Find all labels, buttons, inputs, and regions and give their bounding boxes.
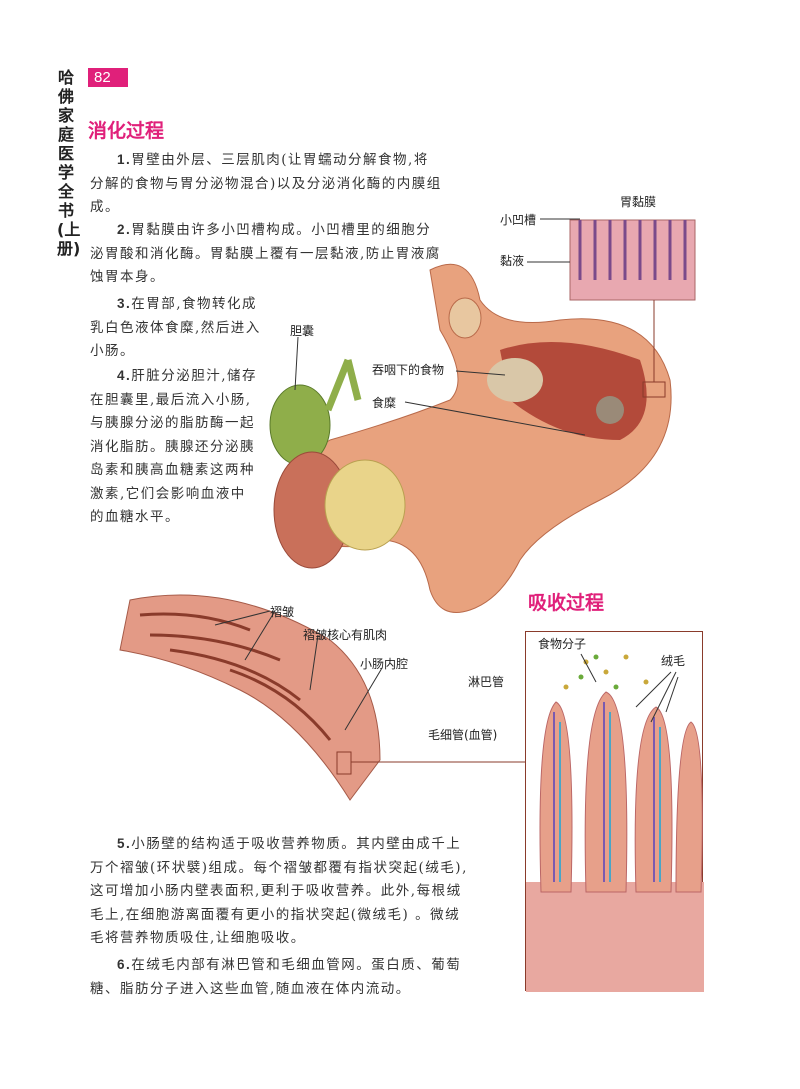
p1-number: 1. (117, 152, 132, 167)
label-gastric-pits: 小凹槽 (500, 213, 537, 227)
label-capillary: 毛细管(血管) (428, 728, 498, 742)
label-villi: 绒毛 (661, 654, 686, 668)
label-lymph-vessel: 淋巴管 (468, 675, 505, 689)
p6-text: 在绒毛内部有淋巴管和毛细血管网。蛋白质、葡萄糖、脂肪分子进入这些血管,随血液在体… (90, 957, 462, 997)
label-lumen: 小肠内腔 (360, 657, 409, 671)
label-fold-core: 褶皱核心有肌肉 (303, 628, 388, 642)
paragraph-2: 2.胃黏膜由许多小凹槽构成。小凹槽里的细胞分泌胃酸和消化酶。胃黏膜上覆有一层黏液… (90, 218, 442, 290)
villi-illustration (526, 653, 704, 992)
p3-text: 在胃部,食物转化成乳白色液体食糜,然后进入小肠。 (90, 296, 261, 359)
villi-detail-frame: 食物分子 绒毛 (525, 631, 704, 992)
p5-number: 5. (117, 836, 132, 851)
p5-text: 小肠壁的结构适于吸收营养物质。其内壁由成千上万个褶皱(环状襞)组成。每个褶皱都覆… (90, 836, 468, 946)
small-intestine-illustration (119, 594, 381, 801)
paragraph-5: 5.小肠壁的结构适于吸收营养物质。其内壁由成千上万个褶皱(环状襞)组成。每个褶皱… (90, 832, 472, 951)
label-food-molecules: 食物分子 (538, 637, 587, 651)
p2-number: 2. (117, 222, 132, 237)
label-swallowed-food: 吞咽下的食物 (372, 363, 445, 377)
label-gallbladder: 胆囊 (290, 324, 315, 338)
p6-number: 6. (117, 957, 132, 972)
section-title-absorption: 吸收过程 (528, 592, 605, 614)
book-title-spine: 哈佛家庭医学全书(上册) (57, 68, 81, 258)
label-chyme: 食糜 (372, 396, 397, 410)
p4-number: 4. (117, 368, 132, 383)
paragraph-4: 4.肝脏分泌胆汁,储存在胆囊里,最后流入小肠,与胰腺分泌的脂肪酶一起消化脂肪。胰… (90, 364, 260, 530)
p3-number: 3. (117, 296, 132, 311)
p1-text: 胃壁由外层、三层肌肉(让胃蠕动分解食物,将分解的食物与胃分泌物混合)以及分泌消化… (90, 152, 442, 215)
p2-text: 胃黏膜由许多小凹槽构成。小凹槽里的细胞分泌胃酸和消化酶。胃黏膜上覆有一层黏液,防… (90, 222, 441, 285)
label-mucus: 黏液 (500, 254, 525, 268)
p4-text: 肝脏分泌胆汁,储存在胆囊里,最后流入小肠,与胰腺分泌的脂肪酶一起消化脂肪。胰腺还… (90, 368, 258, 525)
section-title-digestion: 消化过程 (88, 120, 165, 142)
paragraph-6: 6.在绒毛内部有淋巴管和毛细血管网。蛋白质、葡萄糖、脂肪分子进入这些血管,随血液… (90, 953, 472, 1001)
gastric-mucosa-illustration (569, 219, 696, 301)
paragraph-3: 3.在胃部,食物转化成乳白色液体食糜,然后进入小肠。 (90, 292, 270, 364)
label-folds: 褶皱 (270, 605, 295, 619)
paragraph-1: 1.胃壁由外层、三层肌肉(让胃蠕动分解食物,将分解的食物与胃分泌物混合)以及分泌… (90, 148, 442, 220)
label-gastric-mucosa: 胃黏膜 (620, 195, 657, 209)
page-number: 82 (88, 68, 128, 87)
